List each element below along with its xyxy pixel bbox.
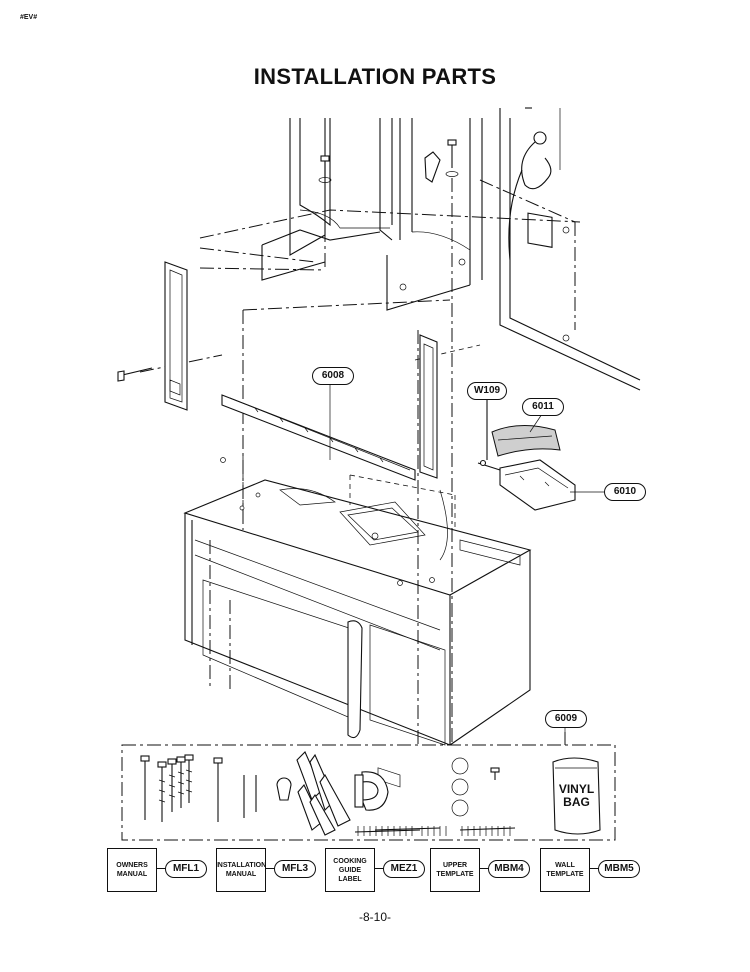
upper-cabinet-left [261, 118, 393, 281]
document-label-line: MANUAL [116, 871, 148, 878]
spacer-rings [451, 757, 469, 817]
callout-leaders [329, 383, 604, 745]
document-leader [589, 868, 601, 869]
callout-6009: 6009 [545, 710, 587, 728]
page-title: INSTALLATION PARTS [253, 64, 497, 89]
toggle-bolts [213, 751, 351, 836]
page-number: -8-10- [358, 910, 391, 924]
callout-6011: 6011 [522, 398, 564, 416]
document-box-mbm5: WALL TEMPLATE [540, 848, 590, 892]
callout-mbm4: MBM4 [488, 860, 530, 878]
callout-mbm5: MBM5 [598, 860, 640, 878]
damper-assembly-6010 [477, 395, 576, 511]
callout-W109: W109 [467, 382, 507, 400]
callout-mez1: MEZ1 [383, 860, 425, 878]
callout-6008: 6008 [312, 367, 354, 385]
document-box-mfl3: INSTALLATION MANUAL [216, 848, 266, 892]
wall-panel [399, 108, 641, 391]
document-label-line: MANUAL [225, 871, 257, 878]
document-leader [479, 868, 491, 869]
callout-mfl1: MFL1 [165, 860, 207, 878]
small-screws [354, 767, 516, 836]
document-label-line: TEMPLATE [436, 871, 474, 878]
upper-cabinet-right [386, 118, 483, 311]
document-label-line: WALL [555, 862, 575, 869]
document-label-line: TEMPLATE [546, 871, 584, 878]
document-leader [374, 868, 386, 869]
document-box-mfl1: OWNERS MANUAL [107, 848, 157, 892]
document-tag: #EV# [20, 14, 38, 21]
parts-kit-box [121, 732, 616, 841]
document-leader [265, 868, 277, 869]
top-mounting-screws [318, 139, 459, 183]
cord-clamp [354, 771, 389, 811]
document-label-line: GUIDE [338, 866, 362, 874]
document-label-line: INSTALLATION [215, 862, 267, 869]
exhaust-adaptor-6011 [491, 424, 561, 457]
document-label-line: UPPER [442, 862, 468, 869]
projection-lines [139, 178, 581, 745]
left-wall-plate [117, 261, 188, 411]
bag-line-2: BAG [563, 795, 590, 809]
vinyl-bag-label: VINYL BAG [553, 783, 600, 809]
callout-6010: 6010 [604, 483, 646, 501]
callout-mfl3: MFL3 [274, 860, 316, 878]
document-label-line: LABEL [338, 875, 362, 883]
document-leader [156, 868, 168, 869]
vinyl-bag [552, 757, 601, 835]
microwave-oven [183, 479, 532, 788]
document-label-line: COOKING [333, 857, 367, 865]
long-bolts [140, 754, 194, 822]
wall-outlet-and-power-cord [508, 107, 553, 261]
mounting-plate [220, 334, 438, 481]
document-box-mbm4: UPPER TEMPLATE [430, 848, 480, 892]
document-label-line: OWNERS [116, 862, 148, 869]
bag-line-1: VINYL [558, 782, 595, 796]
